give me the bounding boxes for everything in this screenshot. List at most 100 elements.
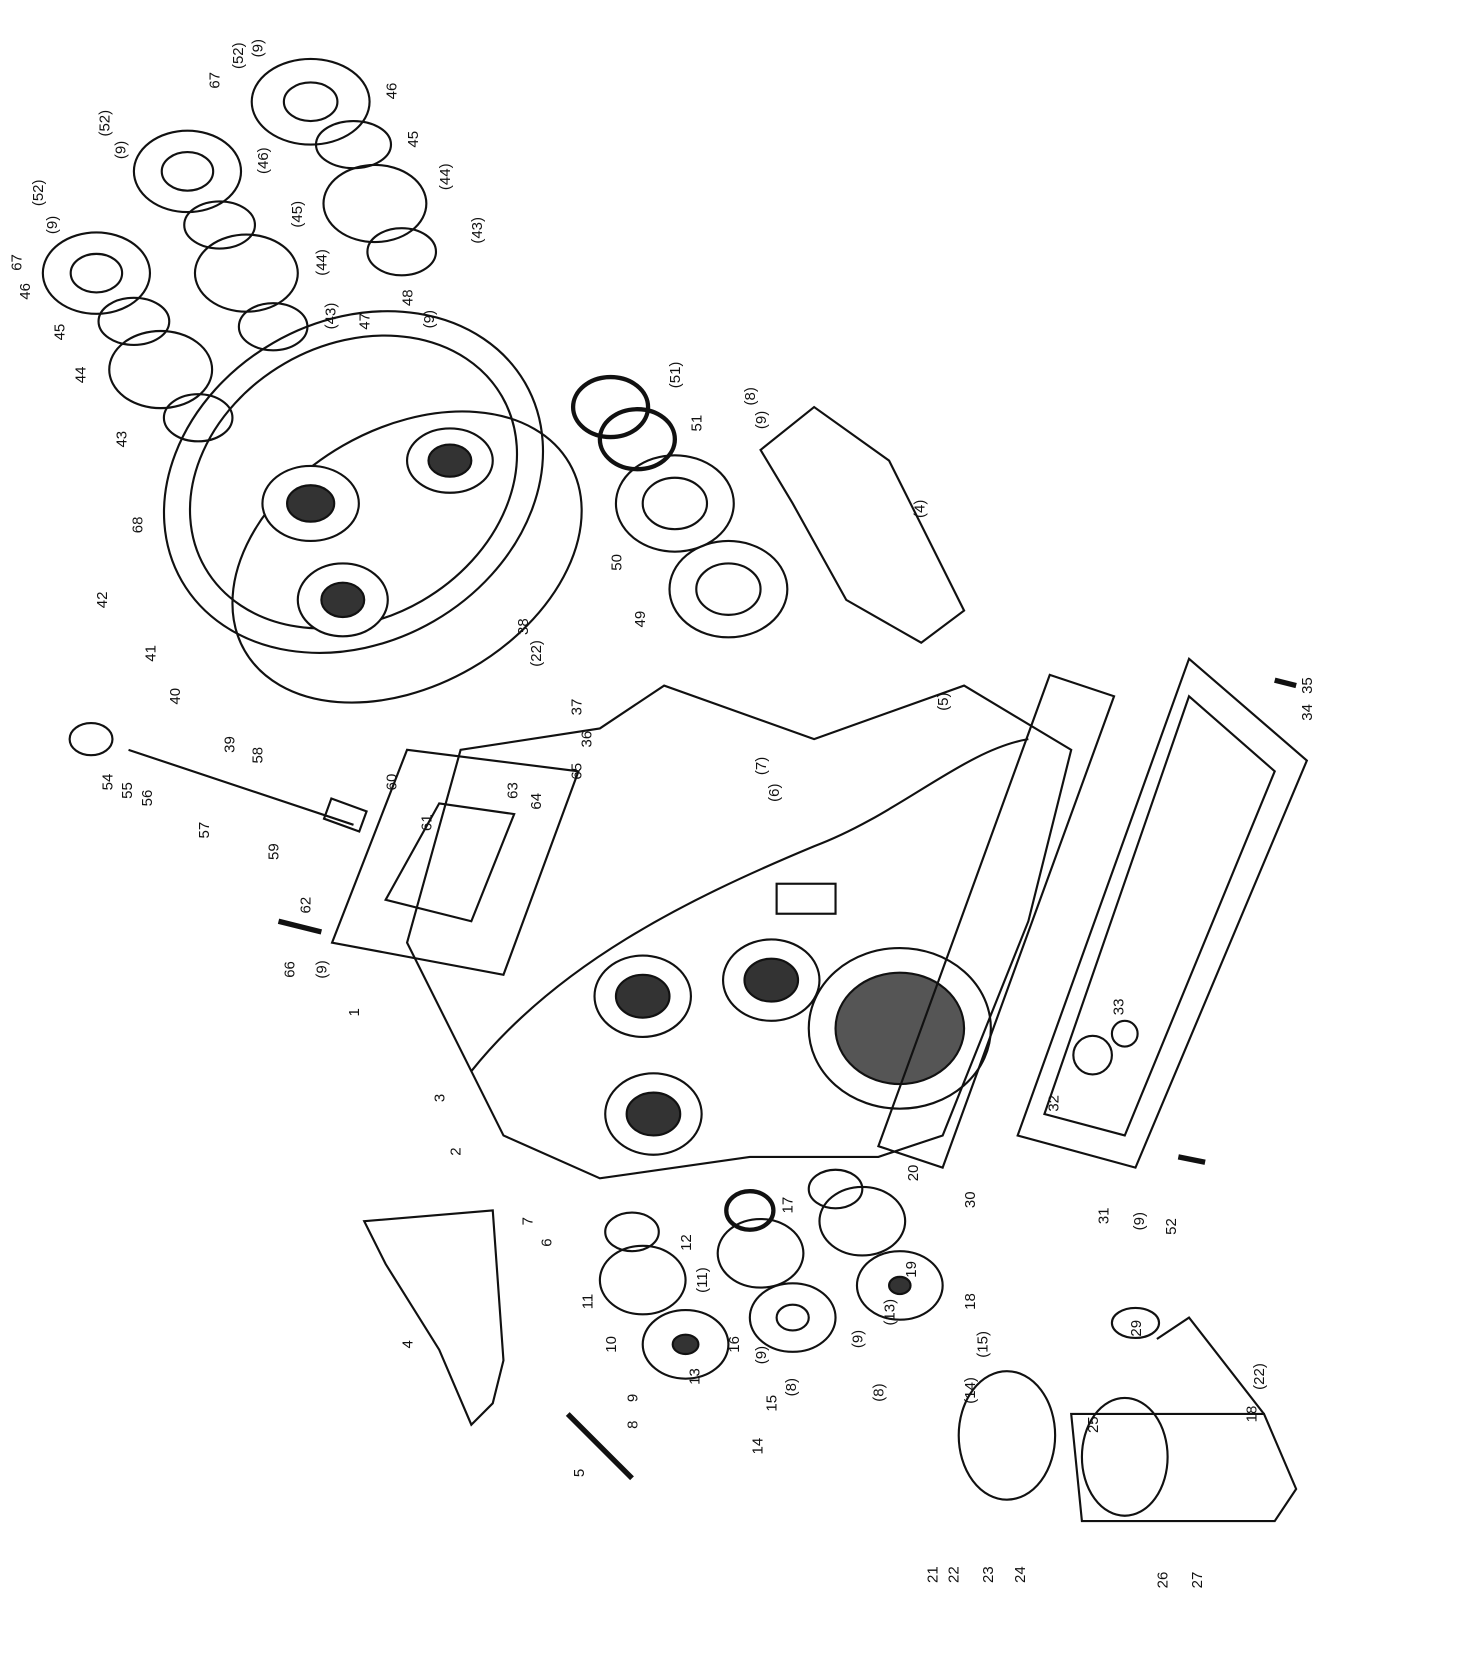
oil-pan-31 — [1016, 656, 1309, 1169]
part-callout: (9) — [419, 310, 438, 329]
part-callout: 50 — [607, 554, 625, 571]
part-callout: (7) — [751, 756, 770, 776]
part-callout: (44) — [435, 163, 454, 191]
part-callout: 6 — [537, 1238, 555, 1247]
part-callout: 32 — [1044, 1094, 1062, 1112]
part-callout: (9) — [42, 215, 60, 235]
part-callout: (9) — [1130, 1211, 1148, 1231]
part-callout: 61 — [417, 814, 435, 832]
part-callout: 10 — [602, 1336, 620, 1353]
part-callout: 7 — [518, 1216, 536, 1226]
part-callout: 42 — [93, 591, 111, 609]
part-callout: (9) — [751, 410, 770, 430]
part-callout: 67 — [205, 71, 223, 89]
part-callout: 55 — [117, 782, 135, 799]
part-callout: 25 — [1084, 1416, 1102, 1434]
bracket-4-bottom — [362, 1209, 505, 1427]
part-callout: 57 — [194, 821, 213, 839]
part-callout: 49 — [630, 610, 649, 628]
part-callout: 18 — [1242, 1405, 1260, 1423]
part-callout: 21 — [923, 1566, 941, 1584]
part-callout: (9) — [848, 1329, 866, 1349]
part-callout: 17 — [778, 1196, 796, 1214]
bore — [604, 1072, 703, 1156]
part-callout: 8 — [623, 1420, 641, 1429]
gasket-30 — [877, 673, 1116, 1169]
part-callout: 64 — [527, 792, 545, 810]
part-callout: (6) — [764, 783, 782, 802]
part-callout: (52) — [229, 42, 247, 70]
part-callout: 1 — [344, 1008, 363, 1017]
part-callout: (5) — [934, 692, 952, 711]
part-callout: (11) — [693, 1267, 711, 1293]
part-callout: 22 — [944, 1566, 962, 1584]
part-callout: 66 — [280, 961, 298, 978]
part-callout: 35 — [1298, 677, 1316, 694]
part-callout: 63 — [503, 782, 521, 799]
part-callout: 58 — [248, 746, 266, 764]
part-callout: 44 — [71, 366, 89, 384]
part-callout: 27 — [1187, 1571, 1206, 1589]
bracket-4-top — [759, 405, 966, 644]
part-callout: 23 — [979, 1566, 997, 1584]
part-callout: 46 — [16, 283, 34, 300]
bore — [593, 954, 692, 1038]
part-callout: 24 — [1011, 1566, 1029, 1584]
motor-shaft — [1070, 1412, 1298, 1523]
gasket-40 — [231, 410, 583, 704]
bore — [721, 938, 821, 1022]
part-callout: 9 — [623, 1393, 641, 1403]
part-callout: 30 — [960, 1191, 979, 1209]
part-callout: 38 — [514, 618, 532, 635]
part-callout: 5 — [569, 1468, 588, 1478]
part-callout: 12 — [676, 1234, 695, 1251]
part-callout: (8) — [741, 387, 759, 406]
part-callout: (43) — [468, 216, 486, 244]
part-callout: (9) — [248, 39, 266, 58]
part-callout: (8) — [869, 1383, 887, 1402]
part-callout: 36 — [577, 730, 595, 748]
part-callout: 2 — [446, 1147, 464, 1156]
part-callout: (13) — [880, 1298, 898, 1326]
part-callout: (8) — [781, 1378, 800, 1397]
part-callout: 39 — [220, 736, 238, 753]
part-callout: 43 — [112, 430, 130, 448]
part-callout: 15 — [762, 1394, 780, 1412]
part-callout: (14) — [960, 1377, 979, 1404]
part-callout: (44) — [312, 249, 330, 276]
part-callout: 14 — [748, 1437, 766, 1455]
part-callout: 51 — [687, 414, 705, 432]
inspection-cover — [330, 748, 580, 977]
part-callout: 31 — [1094, 1207, 1112, 1225]
part-callout: 16 — [725, 1336, 743, 1353]
part-callout: 29 — [1126, 1319, 1145, 1337]
part-callout: 48 — [398, 289, 416, 307]
part-callout: 11 — [578, 1293, 596, 1310]
part-callout: (9) — [751, 1345, 770, 1365]
part-callout: 54 — [98, 773, 116, 791]
part-callout: (22) — [1250, 1363, 1268, 1390]
part-callout: 56 — [138, 789, 156, 807]
part-callout: (9) — [312, 960, 330, 979]
part-callout: 45 — [50, 323, 68, 341]
part-callout: 37 — [567, 698, 585, 716]
part-callout: 34 — [1298, 704, 1316, 721]
part-callout: 41 — [141, 645, 159, 662]
part-callout: 45 — [403, 130, 421, 148]
part-callout: 62 — [296, 896, 314, 914]
part-callout: 40 — [166, 687, 184, 705]
part-callout: 3 — [430, 1093, 448, 1103]
part-callout: 4 — [398, 1340, 416, 1349]
part-callout: 18 — [960, 1293, 979, 1310]
part-callout: (9) — [111, 140, 129, 160]
part-callout: 60 — [382, 773, 400, 791]
part-callout: 52 — [1162, 1218, 1180, 1235]
part-callout: (43) — [321, 302, 339, 330]
part-callout: (4) — [910, 499, 928, 518]
part-callout: (52) — [95, 109, 113, 137]
large-bore — [807, 946, 992, 1110]
part-callout: (22) — [527, 640, 545, 667]
part-callout: 46 — [382, 82, 400, 100]
part-callout: (15) — [973, 1331, 991, 1358]
